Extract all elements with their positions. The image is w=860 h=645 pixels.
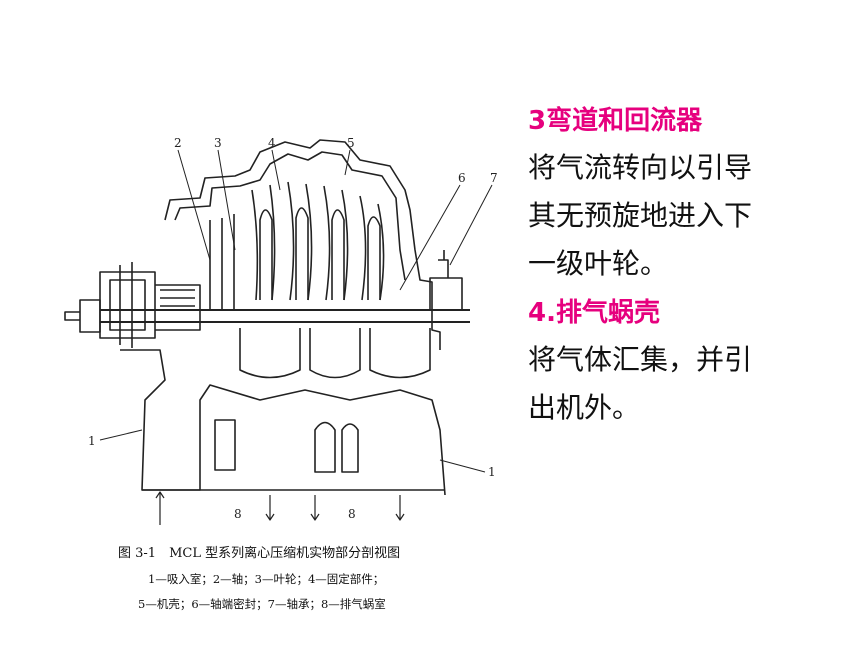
lower-casing-blocks [239,328,431,379]
diaphragms [259,207,381,300]
discharge-volute-left [214,419,236,471]
label-6: 6 [458,171,466,185]
upper-casing-outline [164,139,441,350]
explanation-panel: 3弯道和回流器 将气流转向以引导 其无预旋地进入下 一级叶轮。 4.排气蜗壳 将… [528,102,858,432]
shaft-seal-left [155,284,201,331]
right-bearing [429,250,463,311]
label-2: 2 [174,136,182,150]
upper-casing-inner [174,151,406,281]
figure-caption-title: 图 3-1 MCL 型系列离心压缩机实物部分剖视图 [118,546,401,561]
discharge-volute-center [314,421,359,473]
heading-bend-return-channel: 3弯道和回流器 [528,106,703,136]
compressor-drawing: 2 3 4 5 6 7 1 1 8 8 [64,136,498,525]
body-1-line-1: 将气流转向以引导 [528,151,753,184]
flow-arrows [155,491,405,525]
leader-lines [99,149,493,473]
label-5: 5 [347,136,355,150]
heading-discharge-volute: 4.排气蜗壳 [528,298,660,328]
label-3: 3 [214,136,222,150]
shaft [100,309,470,323]
figure-caption-legend-line-2: 5—机壳；6—轴端密封；7—轴承；8—排气蜗室 [138,597,386,611]
label-8-right: 8 [348,507,356,521]
body-2-line-1: 将气体汇集，并引 [528,343,753,376]
label-1-left: 1 [88,434,96,448]
figure-caption-legend-line-1: 1—吸入室；2—轴；3—叶轮；4—固定部件； [148,572,385,586]
label-7: 7 [490,171,498,185]
return-channels [251,181,385,301]
shaft-end-left [64,299,101,333]
body-1-line-3: 一级叶轮。 [528,247,669,280]
lower-casing-outline [120,349,446,496]
label-1-right: 1 [488,465,496,479]
impeller-stage [209,214,235,310]
left-bearing [99,262,156,348]
compressor-cross-section-figure: 2 3 4 5 6 7 1 1 8 8 [60,100,520,530]
label-8-left: 8 [234,507,242,521]
body-2-line-2: 出机外。 [528,391,641,424]
body-1-line-2: 其无预旋地进入下 [528,199,753,232]
label-4: 4 [268,136,276,150]
